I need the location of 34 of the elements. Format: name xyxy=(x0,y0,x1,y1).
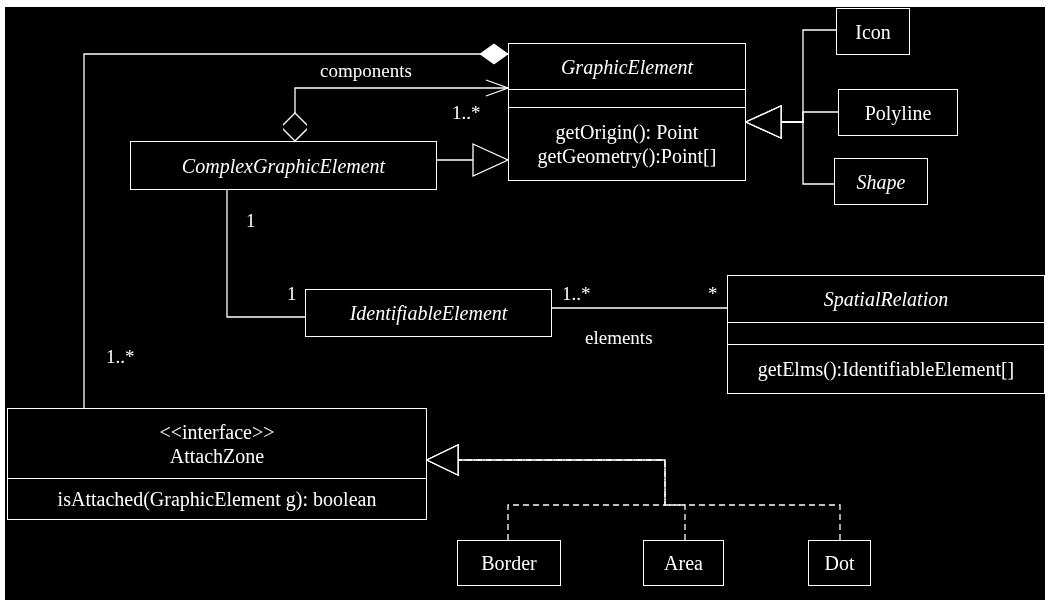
class-name: SpatialRelation xyxy=(823,287,949,311)
class-box xyxy=(834,158,928,205)
class-box xyxy=(838,89,958,136)
class-name: Polyline xyxy=(864,100,932,125)
realization-arrow xyxy=(426,444,841,541)
class-box xyxy=(305,289,552,337)
generalization-arrow xyxy=(745,105,835,185)
aggregation-arrow xyxy=(280,79,509,142)
method-text: getOrigin(): Point xyxy=(555,120,699,144)
method-text: isAttached(GraphicElement g): boolean xyxy=(57,487,377,511)
class-name: Border xyxy=(481,551,537,575)
class-name: GraphicElement xyxy=(560,54,694,79)
class-box xyxy=(643,540,724,586)
method-text: getElms():IdentifiableElement[] xyxy=(757,357,1015,381)
class-box xyxy=(727,275,1045,394)
association-line xyxy=(226,189,306,318)
association-line xyxy=(551,307,728,309)
class-name: AttachZone xyxy=(169,443,265,468)
class-box xyxy=(130,141,437,190)
class-name: Shape xyxy=(856,169,906,194)
class-name: Dot xyxy=(824,551,855,575)
stereotype-text: <<interface>> xyxy=(159,419,275,444)
class-name: IdentifiableElement xyxy=(349,301,508,325)
interface-box xyxy=(7,408,427,520)
composition-line xyxy=(83,43,509,409)
class-box xyxy=(836,8,910,55)
method-text: getGeometry():Point[] xyxy=(537,144,717,168)
class-box xyxy=(508,43,746,181)
class-box xyxy=(457,540,561,586)
class-box xyxy=(808,540,871,586)
class-name: ComplexGraphicElement xyxy=(181,153,386,178)
generalization-arrow xyxy=(436,143,509,177)
class-name: Area xyxy=(664,551,703,575)
class-name: Icon xyxy=(855,19,891,44)
